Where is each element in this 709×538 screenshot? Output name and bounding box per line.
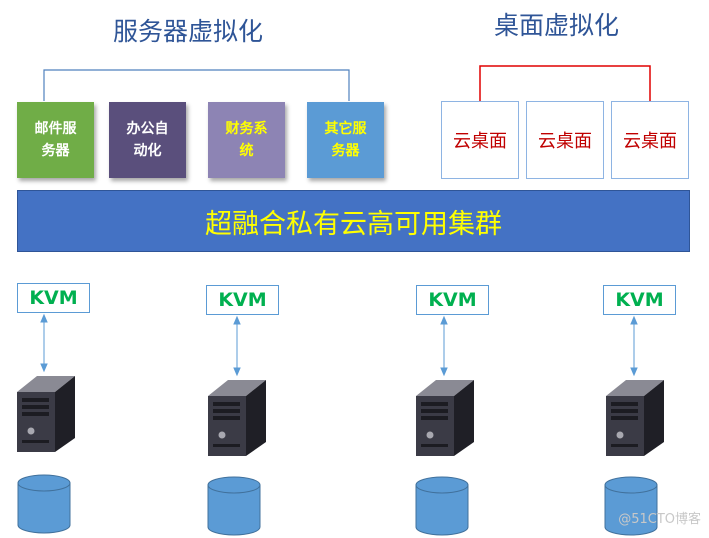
server-tower-icon	[17, 376, 75, 452]
storage-disk-icon	[415, 476, 469, 536]
service-box-mail-server: 邮件服务器	[17, 102, 94, 178]
watermark-text: @51CTO博客	[618, 512, 701, 527]
cloud-desktop-box: 云桌面	[526, 101, 604, 179]
kvm-label-box: KVM	[603, 285, 676, 315]
server-group-bracket	[43, 69, 350, 101]
cloud-desktop-box: 云桌面	[441, 101, 519, 179]
server-virtualization-title: 服务器虚拟化	[113, 17, 264, 46]
hyperconverged-cluster-banner: 超融合私有云高可用集群	[17, 190, 690, 252]
service-box-other-servers: 其它服务器	[307, 102, 384, 178]
service-label: 邮件服务器	[34, 121, 77, 159]
kvm-label-box: KVM	[17, 283, 90, 313]
service-label: 财务系统	[225, 121, 268, 159]
cloud-desktop-box: 云桌面	[611, 101, 689, 179]
desktop-virtualization-title: 桌面虚拟化	[494, 11, 620, 40]
kvm-label-box: KVM	[416, 285, 489, 315]
server-tower-icon	[606, 380, 664, 456]
service-label: 其它服务器	[324, 121, 367, 159]
service-box-finance-system: 财务系统	[208, 102, 285, 178]
kvm-label-box: KVM	[206, 285, 279, 315]
kvm-server-links	[40, 313, 638, 377]
service-box-office-automation: 办公自动化	[109, 102, 186, 178]
storage-disk-icon	[17, 474, 71, 534]
storage-disk-icon	[604, 476, 658, 536]
desktop-group-bracket	[479, 65, 651, 101]
storage-disk-icon	[207, 476, 261, 536]
service-label: 办公自动化	[126, 121, 169, 159]
server-tower-icon	[416, 380, 474, 456]
server-tower-icon	[208, 380, 266, 456]
